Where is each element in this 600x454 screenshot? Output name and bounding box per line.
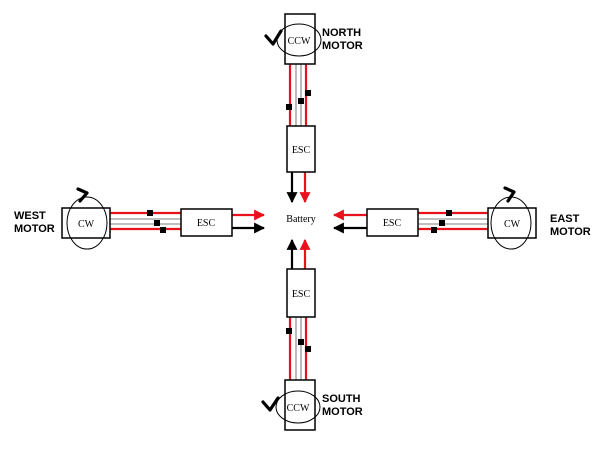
south-rotation-arrow-icon [261, 396, 280, 412]
south-esc [286, 268, 316, 318]
west-arm: ESC CW WEST MOTOR [14, 187, 266, 250]
south-motor-label-line1: SOUTH [322, 393, 361, 405]
south-rotation-circle [275, 390, 321, 424]
west-rotation-arrow-icon [76, 187, 89, 203]
east-esc-label: ESC [383, 218, 402, 229]
east-motor-label-line2: MOTOR [550, 226, 591, 238]
east-rotation-arrow-icon [503, 186, 516, 203]
connector [298, 339, 304, 345]
connector [160, 227, 166, 233]
south-arm: ESC CCW SOUTH MOTOR [261, 238, 363, 431]
west-motor-label-line1: WEST [14, 210, 46, 222]
connector [298, 98, 304, 104]
connector [147, 210, 153, 216]
west-motor-rotation: CW [78, 219, 95, 230]
west-rotation-circle [66, 196, 108, 250]
connector [439, 220, 445, 226]
west-esc-label: ESC [197, 218, 216, 229]
south-motor-label-line2: MOTOR [322, 406, 363, 418]
west-motor [61, 207, 111, 239]
east-arm: ESC CW EAST MOTOR [332, 186, 591, 250]
north-motor-label-line2: MOTOR [322, 40, 363, 52]
connector [286, 104, 292, 110]
east-esc [366, 208, 419, 237]
connector [154, 220, 160, 226]
east-motor [487, 207, 537, 239]
east-motor-rotation: CW [504, 219, 521, 230]
connector [431, 227, 437, 233]
south-motor-rotation: CCW [287, 403, 310, 414]
south-esc-label: ESC [292, 289, 311, 300]
east-motor-label-line1: EAST [550, 213, 580, 225]
north-esc [286, 125, 316, 173]
connector [286, 328, 292, 334]
west-motor-label-line2: MOTOR [14, 223, 55, 235]
connector [446, 210, 452, 216]
north-rotation-arrow-icon [264, 29, 283, 46]
connector [305, 90, 311, 96]
north-arm: ESC CCW NORTH MOTOR [264, 13, 363, 204]
west-esc [180, 208, 233, 237]
battery-label: Battery [286, 214, 315, 225]
north-esc-label: ESC [292, 145, 311, 156]
north-motor-label-line1: NORTH [322, 27, 361, 39]
connector [305, 346, 311, 352]
north-motor-rotation: CCW [288, 36, 311, 47]
